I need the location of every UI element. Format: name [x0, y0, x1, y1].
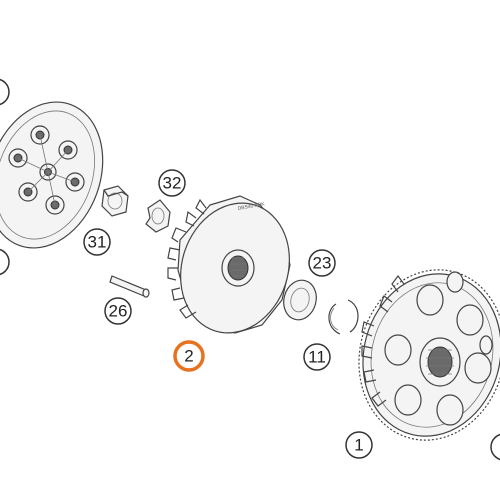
thrust-washer-part [283, 279, 317, 321]
pressure-plate [0, 101, 104, 249]
pin-part [109, 275, 150, 298]
partial-callout-top-left [0, 78, 10, 106]
callout-31[interactable]: 31 [83, 228, 111, 256]
partial-callout-right [490, 433, 500, 461]
callout-32[interactable]: 32 [158, 169, 186, 197]
callout-label: 23 [313, 254, 332, 273]
callout-label: 1 [354, 436, 363, 455]
partial-callout-left [0, 248, 10, 276]
callout-label: 11 [308, 348, 326, 367]
basket-fingers [361, 275, 405, 407]
callout-label: 26 [109, 302, 128, 321]
callout-label: 2 [184, 347, 193, 366]
nut-part [101, 185, 129, 217]
callout-11[interactable]: 11 [303, 343, 331, 371]
basket-center-gear [419, 337, 461, 387]
basket-windows [384, 271, 493, 426]
lock-washer-part [145, 199, 171, 233]
callout-26[interactable]: 26 [104, 297, 132, 325]
inner-clutch-hub: DBS40 KBK [167, 195, 291, 334]
callout-1[interactable]: 1 [345, 431, 373, 459]
svg-text:DBS40 KBK: DBS40 KBK [237, 201, 266, 212]
outer-clutch-basket [358, 269, 500, 441]
callout-2-highlighted[interactable]: 2 [173, 340, 205, 372]
callout-23[interactable]: 23 [308, 249, 336, 277]
circlip-part [328, 299, 359, 335]
callout-label: 31 [88, 233, 107, 252]
callout-label: 32 [163, 174, 182, 193]
